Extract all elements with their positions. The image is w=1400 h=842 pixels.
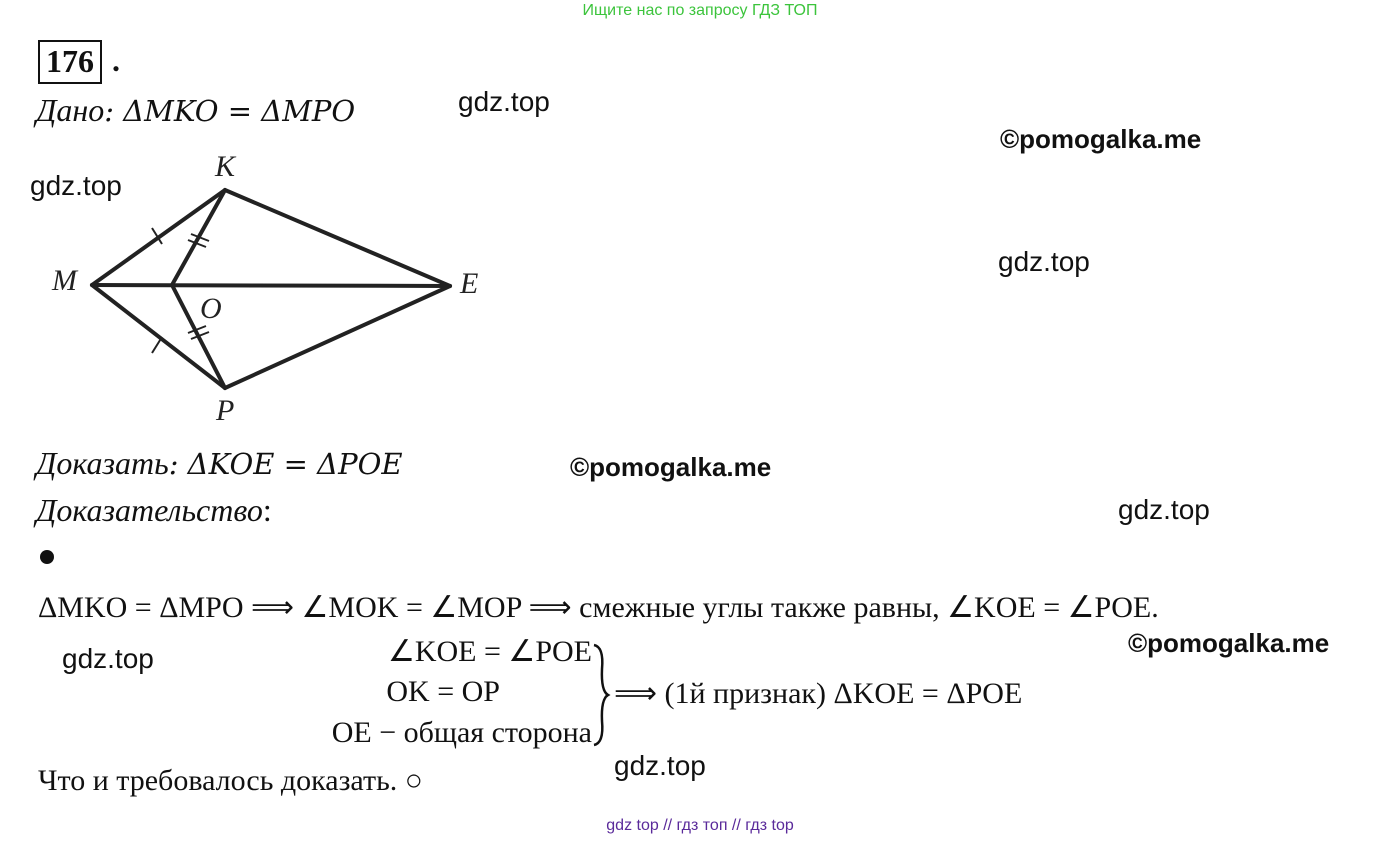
segment-KE: [223, 188, 452, 288]
label-E: E: [459, 267, 478, 300]
segment-PE: [223, 284, 452, 390]
tick-OP-2: [190, 331, 210, 340]
proof-step-1: ΔMKO = ΔMPO ⟹ ∠MOK = ∠MOP ⟹ смежные углы…: [38, 591, 1159, 624]
watermark-gdz: gdz.top: [458, 86, 550, 117]
watermark-pomogalka: ©pomogalka.me: [1000, 124, 1202, 154]
label-K: K: [214, 150, 237, 183]
tick-OK-2: [190, 233, 210, 242]
bullet-point: [40, 550, 54, 564]
label-O: O: [200, 292, 222, 325]
right-brace-icon: [593, 643, 611, 747]
geometry-diagram: K M O E P: [51, 150, 478, 427]
prove-line: Доказать: ΔKOE = ΔPOE: [36, 445, 403, 482]
system-line-1: ∠KOE = ∠POE: [387, 635, 592, 668]
label-P: P: [215, 394, 234, 427]
system-conclusion: ⟹ (1й признак) ΔKOE = ΔPOE: [614, 677, 1023, 710]
proof-label: Доказательство: [36, 492, 263, 528]
prove-label: Доказать: [36, 445, 169, 481]
problem-number: 176: [38, 40, 102, 84]
given-expression: : ΔMKO = ΔMPO: [104, 94, 356, 128]
tick-MK: [151, 227, 163, 245]
system-line-2: OK = OP: [386, 675, 500, 708]
problem-number-suffix: .: [112, 42, 120, 78]
watermark-gdz: gdz.top: [62, 643, 154, 674]
tick-OK-1: [187, 239, 207, 248]
given-label: Дано: [36, 92, 105, 128]
tick-OP-1: [187, 325, 207, 334]
watermark-gdz: gdz.top: [30, 170, 122, 201]
watermark-pomogalka: ©pomogalka.me: [570, 452, 772, 482]
segment-MP: [90, 283, 227, 390]
qed-line: Что и требовалось доказать. ○: [38, 764, 423, 797]
prove-expression: : ΔKOE = ΔPOE: [168, 447, 403, 481]
tick-MP: [151, 336, 163, 354]
label-M: M: [51, 264, 79, 297]
given-line: Дано: ΔMKO = ΔMPO: [36, 92, 355, 129]
segment-ME: [90, 283, 452, 288]
bottom-banner[interactable]: gdz top // гдз топ // гдз top: [606, 817, 794, 834]
proof-colon: :: [262, 492, 272, 528]
watermark-gdz: gdz.top: [614, 750, 706, 781]
watermark-gdz: gdz.top: [998, 246, 1090, 277]
system-line-3: OE − общая сторона: [331, 716, 592, 749]
watermark-pomogalka: ©pomogalka.me: [1128, 628, 1330, 658]
top-banner[interactable]: Ищите нас по запросу ГДЗ ТОП: [582, 2, 818, 19]
watermark-gdz: gdz.top: [1118, 494, 1210, 525]
proof-line: Доказательство:: [36, 492, 272, 529]
